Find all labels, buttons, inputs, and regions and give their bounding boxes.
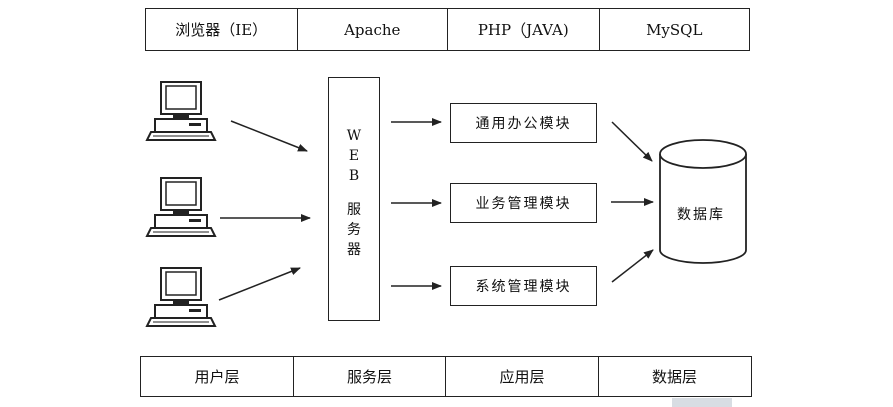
- module-office-box: 通用办公模块: [450, 103, 597, 143]
- technology-row: 浏览器（IE） Apache PHP（JAVA) MySQL: [145, 8, 750, 51]
- web-server-line-6: 务: [347, 222, 361, 238]
- layer-row: 用户层 服务层 应用层 数据层: [140, 356, 752, 397]
- layer-application: 应用层: [446, 357, 599, 396]
- layer-service: 服务层: [294, 357, 446, 396]
- web-server-line-3: B: [348, 168, 360, 184]
- arrow-system-to-db: [611, 249, 654, 283]
- tech-php: PHP（JAVA): [448, 9, 600, 50]
- computer-icon-3: [146, 267, 216, 327]
- tech-apache: Apache: [298, 9, 448, 50]
- watermark: [672, 398, 732, 407]
- database-icon: [659, 139, 747, 264]
- computer-icon-1: [146, 81, 216, 141]
- web-server-line-7: 器: [347, 242, 361, 258]
- web-server-box: W E B 服 务 器: [328, 77, 380, 321]
- module-system-box: 系统管理模块: [450, 266, 597, 306]
- database-label: 数据库: [677, 207, 725, 223]
- arrow-client1-to-server: [230, 120, 308, 152]
- web-server-line-1: W: [346, 128, 362, 144]
- web-server-line-5: 服: [347, 202, 361, 218]
- tech-mysql: MySQL: [646, 20, 703, 39]
- layer-data: 数据层: [651, 368, 697, 386]
- layer-user: 用户层: [141, 357, 294, 396]
- arrow-office-to-db: [611, 121, 653, 162]
- arrow-client3-to-server: [218, 267, 301, 301]
- tech-browser: 浏览器（IE）: [146, 9, 298, 50]
- computer-icon-2: [146, 177, 216, 237]
- module-business-box: 业务管理模块: [450, 183, 597, 223]
- web-server-line-2: E: [348, 148, 360, 164]
